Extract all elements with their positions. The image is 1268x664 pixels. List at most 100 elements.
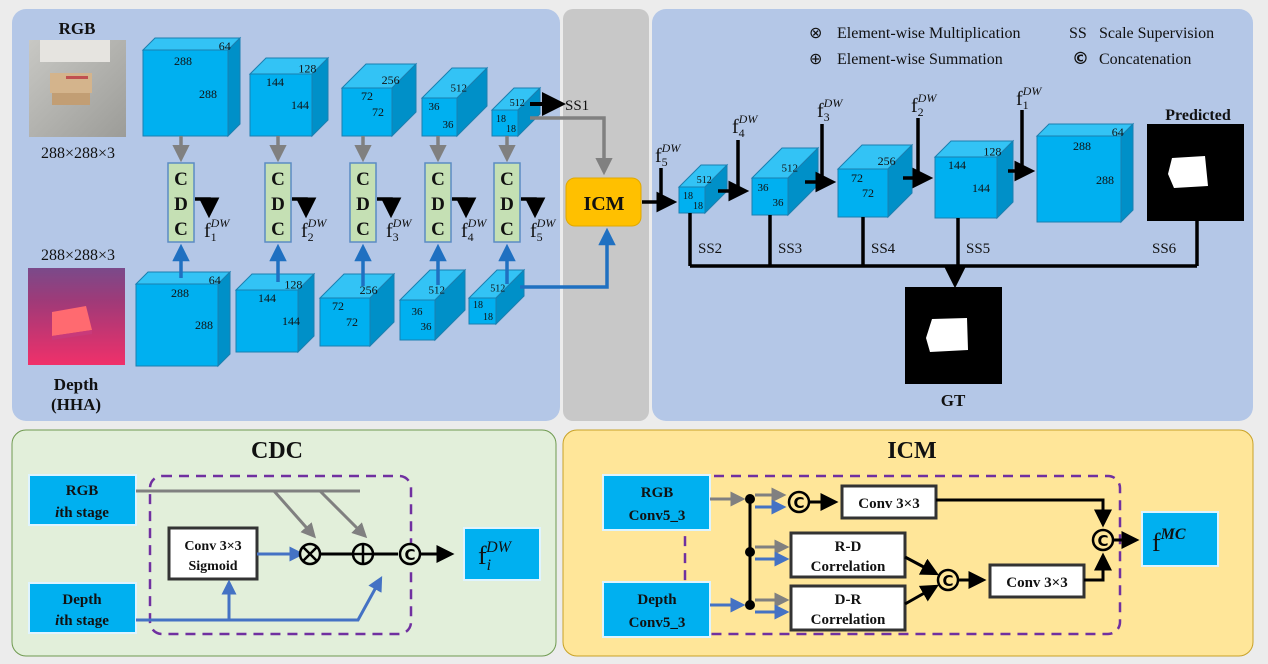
cdc-block-letter: C [356,219,370,240]
cdc-depth-line [136,576,383,622]
icm-concat-1-icon: C [787,490,811,514]
cube-height-label: 72 [361,89,373,103]
cube-width-label: 144 [282,314,300,328]
rgb-to-icm-arrow [530,116,613,176]
cube-channels-label: 256 [360,283,378,297]
cdc-block-letter: C [356,169,370,190]
cube-height-label: 144 [266,75,284,89]
cube-width-label: 288 [195,318,213,332]
depth-encoder-cube-1: 64 288 288 [134,270,232,368]
rgb-input-size: 288×288×3 [41,145,115,162]
cube-width-label: 288 [199,87,217,101]
cdc-block-letter: C [431,169,445,190]
cube-width-label: 72 [862,186,874,200]
cube-channels-label: 512 [490,284,505,295]
icm-junction-2 [745,547,755,557]
cube-height-label: 72 [851,171,863,185]
cdc-block-5[interactable]: CDC [493,162,521,243]
cube-front-face [235,289,299,353]
cdc-rgb-label-1: RGB [66,483,99,499]
cdc-depth-input-box [28,582,137,634]
icm-depth-label-1: Depth [637,592,677,608]
cdc-block-3[interactable]: CDC [349,162,377,243]
cube-channels-label: 128 [983,145,1001,159]
icm-output-box [1141,511,1219,567]
ss-label-6: SS6 [1152,241,1177,257]
icm-depth-label-2: Conv5_3 [629,615,686,631]
gt-label: GT [941,391,966,410]
cdc-sum-icon [351,542,375,566]
decoder-input-label-2: f4DW [732,112,758,140]
cdc-block-letter: C [174,169,188,190]
cdc-rgb-to-sum-arrow [318,489,368,539]
icm-block[interactable] [565,177,642,227]
cube-height-label: 288 [171,286,189,300]
cube-height-label: 18 [473,300,483,311]
cube-height-label: 36 [429,101,441,113]
cube-channels-label: 64 [209,273,221,287]
cdc-block-letter: D [174,194,188,215]
rgb-input-image [29,40,126,137]
encoder-arrows [172,110,1199,289]
cdc-block-2[interactable]: CDC [264,162,292,243]
rgb-input-title: RGB [59,19,96,38]
icm-rd-label-2: Correlation [811,559,886,575]
icm-rd-box [789,531,907,579]
cdc-block-1[interactable]: CDC [167,162,195,243]
cube-channels-label: 256 [878,154,896,168]
cube-height-label: 288 [174,54,192,68]
icm-dashed-box [683,474,1122,636]
cdc-block-4[interactable]: CDC [424,162,452,243]
decoder-input-label-3: f3DW [817,96,843,124]
cube-channels-label: 512 [697,175,712,186]
multiplication-symbol-icon: ⊗ [809,23,822,42]
decoder-input-label-4: f2DW [911,91,937,119]
icm-rgb-label-2: Conv5_3 [629,508,686,524]
cube-height-label: 18 [496,114,506,125]
concatenation-symbol-icon: © [1072,49,1089,69]
cdc-multiply-icon [298,542,322,566]
cdc-output-label: fiDW [478,539,513,574]
depth-input-image [28,268,125,365]
ss-label-5: SS5 [966,241,990,257]
icm-conv-bottom-label: Conv 3×3 [1006,575,1067,591]
cube-height-label: 18 [683,191,693,202]
cube-front-face [399,299,436,341]
cdc-block-letter: C [500,219,514,240]
cdc-block-letter: C [174,219,188,240]
cube-channels-label: 64 [1112,125,1124,139]
cdc-rgb-to-mult-arrow [272,490,316,539]
cdc-output-arrow [377,197,402,219]
cdc-block-letter: D [431,194,445,215]
decoder-input-label-5: f1DW [1016,84,1042,112]
cdc-block-letter: C [500,169,514,190]
icm-detail-title: ICM [887,438,936,464]
cdc-block-letter: C [271,169,285,190]
legend-multiplication: Element-wise Multiplication [837,25,1021,42]
cube-width-label: 144 [291,98,309,112]
icm-block-label: ICM [583,193,624,215]
svg-text:C: C [404,546,415,564]
icm-rd-label-1: R-D [835,539,862,555]
cube-front-face [421,97,458,137]
cube-front-face [934,156,998,219]
cube-front-face [319,297,371,347]
cube-width-label: 36 [443,119,455,131]
cdc-conv-sigmoid-box [167,526,259,581]
cube-width-label: 144 [972,181,990,195]
cube-height-label: 288 [1073,139,1091,153]
icm-rd-to-concat-arrow [904,555,939,576]
predicted-mask-image [1147,124,1244,221]
cdc-output-arrow [195,197,220,219]
cdc-output-label-2: f2DW [301,216,327,244]
cdc-output-label-4: f4DW [461,216,487,244]
ss-label-3: SS3 [778,241,802,257]
decoder-input-label-1: f5DW [655,141,681,169]
depth-input-subtitle: (HHA) [51,395,101,414]
